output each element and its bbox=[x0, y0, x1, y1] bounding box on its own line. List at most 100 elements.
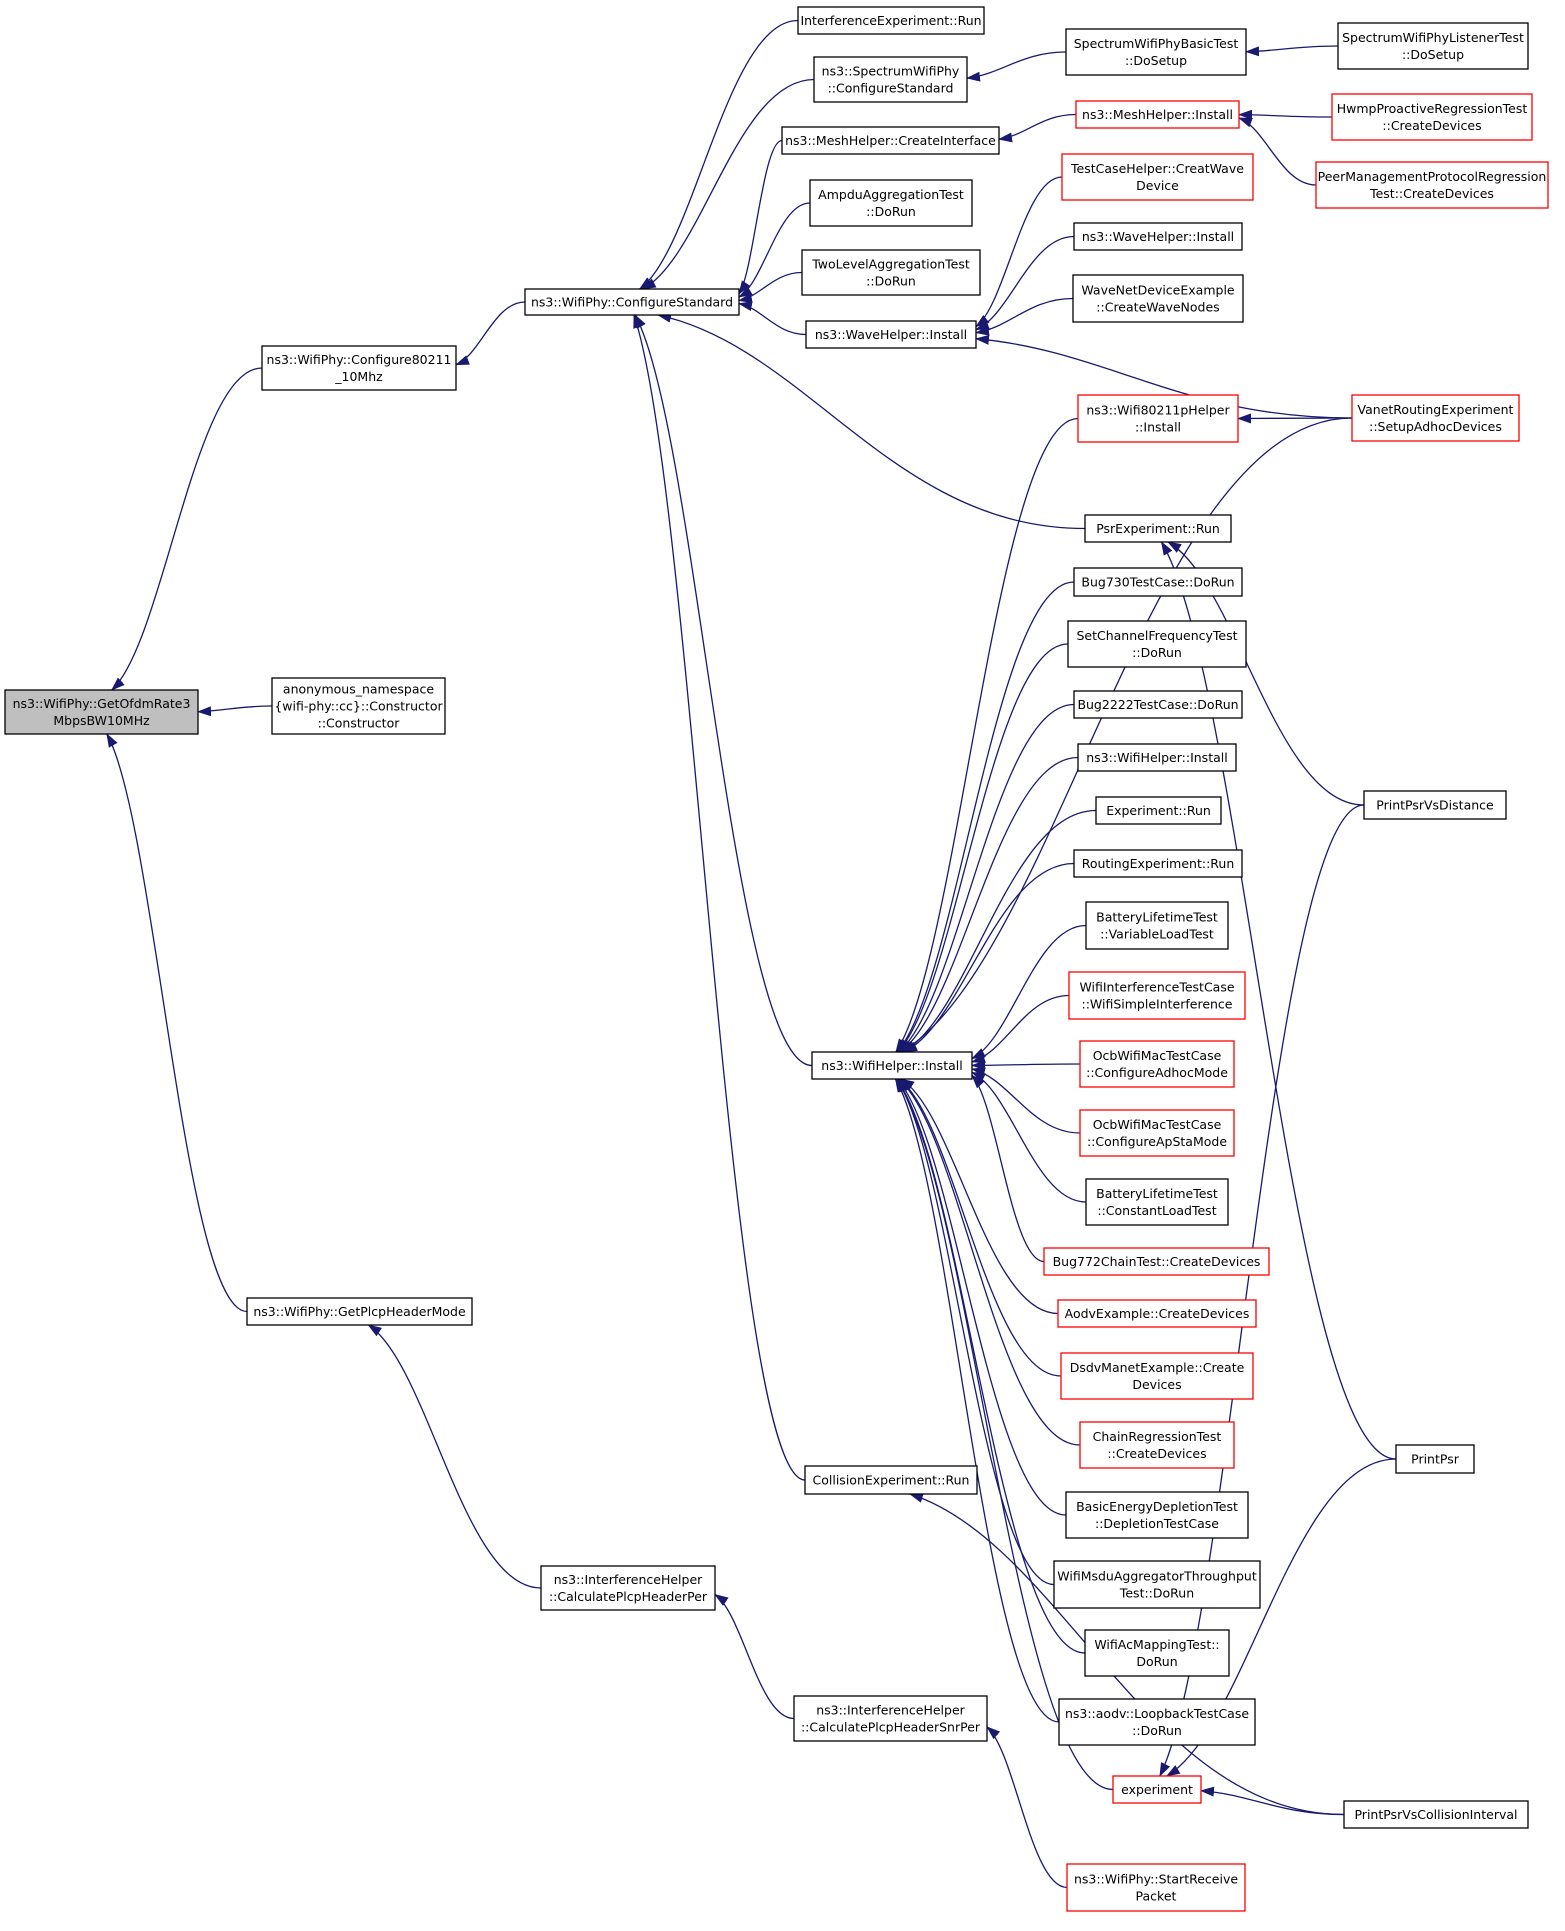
node-wifiInterferenceSimple[interactable]: WifiInterferenceTestCase::WifiSimpleInte… bbox=[1068, 971, 1246, 1020]
node-box bbox=[1085, 901, 1229, 950]
node-interferenceExpRun[interactable]: InterferenceExperiment::Run bbox=[797, 6, 985, 35]
node-box bbox=[809, 179, 973, 227]
node-calcPlcpHeaderSnrPer[interactable]: ns3::InterferenceHelper::CalculatePlcpHe… bbox=[793, 1695, 988, 1742]
node-label-line: AodvExample::CreateDevices bbox=[1065, 1306, 1250, 1321]
node-label-line: TwoLevelAggregationTest bbox=[811, 257, 970, 272]
node-waveHelperInstallR[interactable]: ns3::WaveHelper::Install bbox=[1073, 222, 1243, 251]
node-wifiHelperInstallMid[interactable]: ns3::WifiHelper::Install bbox=[811, 1051, 973, 1080]
node-box bbox=[1084, 1629, 1230, 1677]
node-label-line: PeerManagementProtocolRegression bbox=[1318, 169, 1547, 184]
node-aodvCreateDevices[interactable]: AodvExample::CreateDevices bbox=[1057, 1299, 1257, 1328]
call-edge-setChannelFreqDoRun-to-wifiHelperInstallMid bbox=[896, 643, 1069, 1053]
node-label-line: WifiMsduAggregatorThroughput bbox=[1057, 1569, 1257, 1584]
node-box bbox=[1331, 93, 1533, 141]
node-label-line: OcbWifiMacTestCase bbox=[1093, 1117, 1222, 1132]
node-meshCreateInterface[interactable]: ns3::MeshHelper::CreateInterface bbox=[781, 126, 1000, 155]
node-acMappingDoRun[interactable]: WifiAcMappingTest::DoRun bbox=[1084, 1629, 1230, 1677]
node-dsdvCreateDevices[interactable]: DsdvManetExample::CreateDevices bbox=[1060, 1352, 1254, 1400]
node-ocbAdhocMode[interactable]: OcbWifiMacTestCase::ConfigureAdhocMode bbox=[1079, 1040, 1235, 1088]
node-box bbox=[804, 1465, 978, 1495]
call-edge-dsdvCreateDevices-to-wifiHelperInstallMid bbox=[898, 1078, 1062, 1377]
node-spectrumConfigureStd[interactable]: ns3::SpectrumWifiPhy::ConfigureStandard bbox=[813, 56, 968, 103]
node-calcPlcpHeaderPer[interactable]: ns3::InterferenceHelper::CalculatePlcpHe… bbox=[540, 1565, 716, 1611]
node-waveHelperInstallMid[interactable]: ns3::WaveHelper::Install bbox=[805, 320, 977, 349]
node-ampduDoRun[interactable]: AmpduAggregationTest::DoRun bbox=[809, 179, 973, 227]
node-spectrumListenerSetup[interactable]: SpectrumWifiPhyListenerTest::DoSetup bbox=[1337, 22, 1529, 70]
call-edge-waveHelperInstallMid-to-configureStandard bbox=[738, 301, 807, 336]
node-box bbox=[793, 1695, 988, 1742]
call-edge-waveNetDevCreateNodes-to-waveHelperInstallMid bbox=[975, 297, 1074, 336]
call-edge-testCaseCreatWave-to-waveHelperInstallMid bbox=[975, 176, 1063, 328]
node-label-line: Experiment::Run bbox=[1106, 803, 1211, 818]
node-printPsrVsDistance[interactable]: PrintPsrVsDistance bbox=[1363, 790, 1507, 820]
node-box bbox=[1073, 690, 1243, 719]
node-box bbox=[1075, 100, 1240, 129]
edges-layer bbox=[106, 19, 1397, 1889]
node-printPsr[interactable]: PrintPsr bbox=[1395, 1444, 1475, 1474]
node-ocbApStaMode[interactable]: OcbWifiMacTestCase::ConfigureApStaMode bbox=[1079, 1109, 1235, 1157]
node-label-line: ::CreateWaveNodes bbox=[1096, 300, 1219, 315]
node-setChannelFreqDoRun[interactable]: SetChannelFrequencyTest::DoRun bbox=[1067, 620, 1247, 668]
node-configureStandard[interactable]: ns3::WifiPhy::ConfigureStandard bbox=[524, 288, 740, 316]
node-box bbox=[1077, 394, 1239, 443]
node-wifi80211pInstall[interactable]: ns3::Wifi80211pHelper::Install bbox=[1077, 394, 1239, 443]
node-bug772CreateDevices[interactable]: Bug772ChainTest::CreateDevices bbox=[1043, 1247, 1270, 1276]
node-vanetSetupAdhoc[interactable]: VanetRoutingExperiment::SetupAdhocDevice… bbox=[1351, 394, 1520, 442]
node-box bbox=[1073, 567, 1243, 597]
call-edge-vanetSetupAdhoc-to-waveHelperInstallMid bbox=[975, 334, 1353, 419]
node-label-line: _10Mhz bbox=[334, 369, 383, 384]
node-label-line: Test::DoRun bbox=[1119, 1586, 1194, 1601]
call-edge-configureStandard-to-configure80211 bbox=[455, 301, 526, 366]
node-bug2222DoRun[interactable]: Bug2222TestCase::DoRun bbox=[1073, 690, 1243, 719]
node-chainRegressionCreate[interactable]: ChainRegressionTest::CreateDevices bbox=[1079, 1421, 1235, 1469]
node-label-line: CollisionExperiment::Run bbox=[813, 1473, 970, 1488]
node-meshHelperInstall[interactable]: ns3::MeshHelper::Install bbox=[1075, 100, 1240, 129]
node-wifiHelperInstallR[interactable]: ns3::WifiHelper::Install bbox=[1077, 743, 1237, 772]
node-label-line: ::ConstantLoadTest bbox=[1097, 1203, 1216, 1218]
node-spectrumBasicSetup[interactable]: SpectrumWifiPhyBasicTest::DoSetup bbox=[1065, 28, 1247, 76]
node-getPlcpHeaderMode[interactable]: ns3::WifiPhy::GetPlcpHeaderMode bbox=[246, 1297, 473, 1326]
node-label-line: Bug2222TestCase::DoRun bbox=[1077, 697, 1238, 712]
node-box bbox=[801, 249, 981, 296]
call-edge-aodvCreateDevices-to-wifiHelperInstallMid bbox=[900, 1078, 1059, 1315]
node-printPsrVsCollision[interactable]: PrintPsrVsCollisionInterval bbox=[1343, 1800, 1529, 1829]
node-batteryVariableLoad[interactable]: BatteryLifetimeTest::VariableLoadTest bbox=[1085, 901, 1229, 950]
node-label-line: PrintPsr bbox=[1411, 1452, 1460, 1467]
node-twoLevelDoRun[interactable]: TwoLevelAggregationTest::DoRun bbox=[801, 249, 981, 296]
node-box bbox=[1084, 514, 1232, 543]
node-routingExpRun[interactable]: RoutingExperiment::Run bbox=[1073, 849, 1243, 878]
node-label-line: ns3::WifiPhy::Configure80211 bbox=[267, 352, 452, 367]
node-label-line: ns3::WifiPhy::ConfigureStandard bbox=[531, 295, 733, 310]
node-configure80211[interactable]: ns3::WifiPhy::Configure80211_10Mhz bbox=[261, 345, 457, 391]
node-label-line: OcbWifiMacTestCase bbox=[1093, 1048, 1222, 1063]
node-box bbox=[1073, 849, 1243, 878]
node-anonymousCtor[interactable]: anonymous_namespace{wifi-phy::cc}::Const… bbox=[271, 677, 446, 735]
node-collisionExpRun[interactable]: CollisionExperiment::Run bbox=[804, 1465, 978, 1495]
node-batteryConstantLoad[interactable]: BatteryLifetimeTest::ConstantLoadTest bbox=[1085, 1178, 1229, 1226]
node-box bbox=[1112, 1775, 1202, 1804]
node-hwmpCreateDevices[interactable]: HwmpProactiveRegressionTest::CreateDevic… bbox=[1331, 93, 1533, 141]
node-label-line: Packet bbox=[1136, 1889, 1177, 1904]
node-bug730DoRun[interactable]: Bug730TestCase::DoRun bbox=[1073, 567, 1243, 597]
node-label-line: ns3::Wifi80211pHelper bbox=[1086, 403, 1230, 418]
call-edge-interferenceExpRun-to-configureStandard bbox=[638, 19, 799, 290]
node-experiment[interactable]: experiment bbox=[1112, 1775, 1202, 1804]
node-label-line: ::CalculatePlcpHeaderPer bbox=[549, 1589, 708, 1604]
call-edge-configure80211-to-focus bbox=[111, 367, 263, 691]
node-waveNetDevCreateNodes[interactable]: WaveNetDeviceExample::CreateWaveNodes bbox=[1072, 274, 1244, 323]
node-aodvLoopbackDoRun[interactable]: ns3::aodv::LoopbackTestCase::DoRun bbox=[1058, 1698, 1256, 1746]
node-label-line: ::WifiSimpleInterference bbox=[1081, 997, 1232, 1012]
node-box bbox=[1363, 790, 1507, 820]
node-box bbox=[1058, 1698, 1256, 1746]
node-label-line: VanetRoutingExperiment bbox=[1358, 402, 1514, 417]
node-basicEnergyDepletion[interactable]: BasicEnergyDepletionTest::DepletionTestC… bbox=[1065, 1491, 1249, 1539]
node-label-line: ::CreateDevices bbox=[1107, 1446, 1206, 1461]
node-peerMgmtCreateDevices[interactable]: PeerManagementProtocolRegressionTest::Cr… bbox=[1315, 161, 1549, 209]
node-experimentRun[interactable]: Experiment::Run bbox=[1095, 796, 1222, 825]
node-label-line: experiment bbox=[1121, 1782, 1193, 1797]
node-psrExpRun[interactable]: PsrExperiment::Run bbox=[1084, 514, 1232, 543]
